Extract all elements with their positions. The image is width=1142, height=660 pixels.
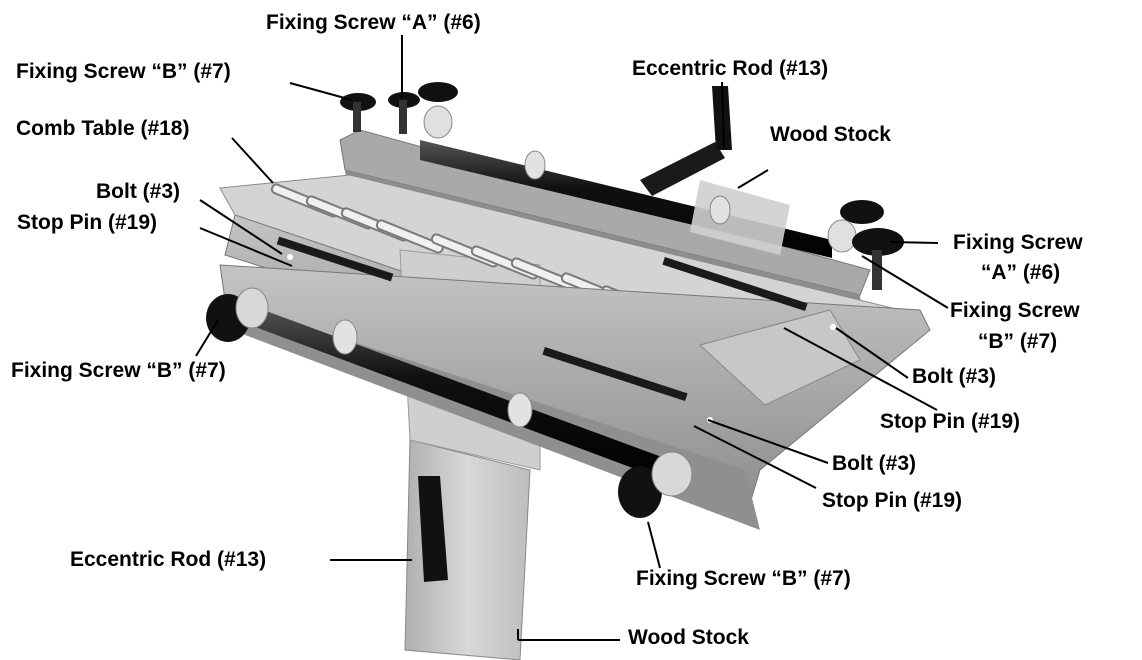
rod-collar	[332, 319, 358, 355]
knob-icon	[618, 451, 693, 518]
label-stop-pin-right-lower: Stop Pin (#19)	[822, 489, 963, 512]
knob-icon	[852, 228, 904, 290]
rod-collar	[709, 195, 731, 225]
label-fixing-screw-b-right-line2: “B” (#7)	[977, 330, 1058, 353]
label-eccentric-rod-top: Eccentric Rod (#13)	[632, 57, 829, 80]
label-eccentric-rod-bottom: Eccentric Rod (#13)	[70, 548, 267, 571]
eccentric-rod-handle-top	[640, 142, 725, 196]
label-fixing-screw-a-right-line2: “A” (#6)	[980, 261, 1061, 284]
label-bolt-right-lower: Bolt (#3)	[832, 452, 916, 475]
stop-pin-channel	[542, 347, 688, 401]
knob-icon	[206, 287, 269, 342]
leader-lines	[195, 35, 949, 641]
stop-pin-channel	[276, 236, 394, 282]
knob-icon	[418, 82, 458, 139]
bolt-dot	[830, 324, 836, 330]
knob-icon	[388, 92, 420, 134]
knob-icon	[340, 93, 376, 132]
label-fixing-screw-b-left: Fixing Screw “B” (#7)	[11, 359, 226, 382]
knob-icon	[827, 200, 884, 253]
label-fixing-screw-b-bottom: Fixing Screw “B” (#7)	[636, 567, 851, 590]
label-fixing-screw-b-top: Fixing Screw “B” (#7)	[16, 60, 231, 83]
rod-collar	[524, 150, 546, 180]
label-bolt-left: Bolt (#3)	[96, 180, 180, 203]
rod-collar	[507, 392, 533, 428]
label-fixing-screw-a-top: Fixing Screw “A” (#6)	[266, 11, 481, 34]
label-stop-pin-left: Stop Pin (#19)	[17, 211, 158, 234]
right-side-plate	[698, 309, 861, 406]
eccentric-rod-handle-bottom	[418, 476, 448, 582]
label-wood-stock-top: Wood Stock	[770, 123, 891, 146]
label-bolt-right-upper: Bolt (#3)	[912, 365, 996, 388]
bolt-dot	[287, 254, 293, 260]
stop-pin-channel	[662, 257, 808, 311]
label-comb-table: Comb Table (#18)	[16, 117, 190, 140]
label-wood-stock-bottom: Wood Stock	[628, 626, 749, 649]
front-clamp-rod	[250, 305, 670, 482]
eccentric-rod-handle-top	[712, 86, 732, 150]
label-stop-pin-right-upper: Stop Pin (#19)	[880, 410, 1021, 433]
label-fixing-screw-b-right-line1: Fixing Screw	[950, 299, 1080, 322]
label-fixing-screw-a-right-line1: Fixing Screw	[953, 231, 1083, 254]
